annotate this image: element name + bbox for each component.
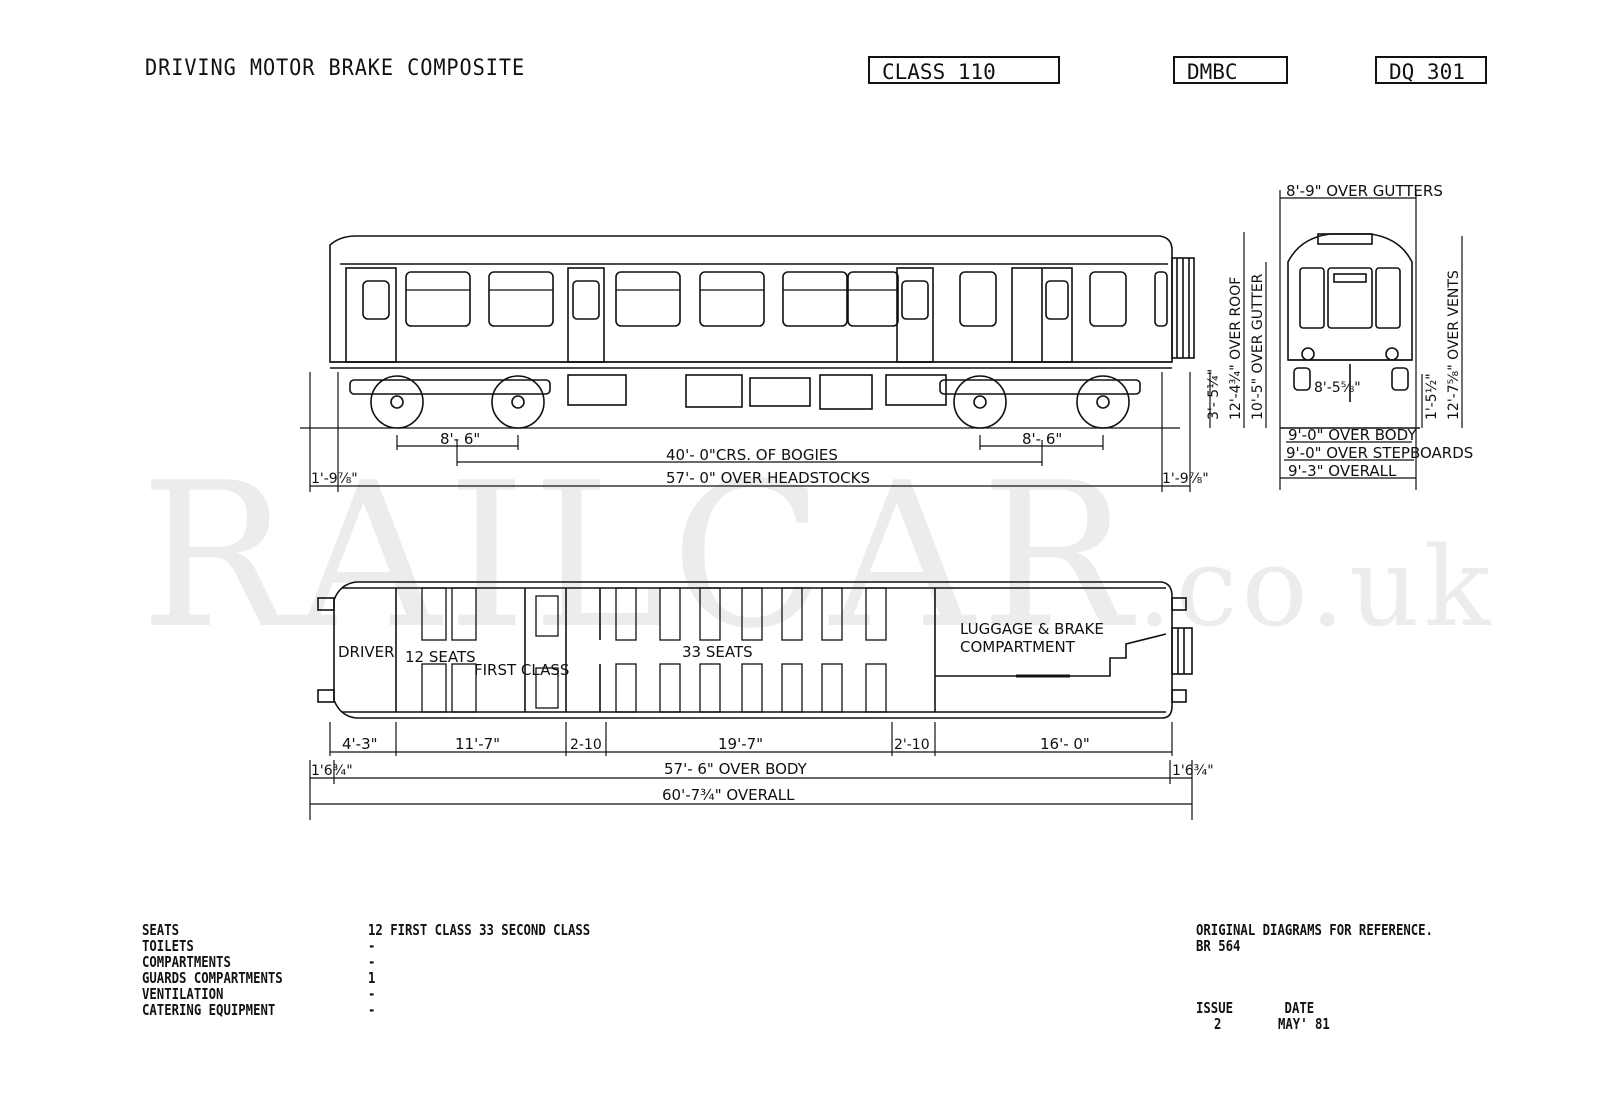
side-window [699,271,765,327]
end-dimension-lines [1243,190,1463,490]
reference-block: ORIGINAL DIAGRAMS FOR REFERENCE. BR 564 [1196,922,1485,954]
first-class-label: FIRST CLASS [474,661,569,679]
spec-value: - [368,985,376,1003]
date-block: DATE MAY' 81 [1278,1000,1341,1032]
end-right-label: 1'6¾" [1172,763,1214,779]
vestibule2-length-label: 2'-10 [894,737,930,753]
spec-label: VENTILATION [142,985,224,1003]
date-value: MAY' 81 [1278,1015,1330,1033]
side-window [615,271,681,327]
spec-value: 1 [368,969,376,987]
spec-label: CATERING EQUIPMENT [142,1001,276,1019]
over-gutters-label: 8'-9" OVER GUTTERS [1286,182,1443,200]
over-gutter-label: 10'-5" OVER GUTTER [1250,273,1266,420]
over-roof-label: 12'-4¾" OVER ROOF [1228,277,1244,420]
spec-value: - [368,937,376,955]
first-seats-label: 12 SEATS [405,648,476,666]
plan-over-body-label: 57'- 6" OVER BODY [664,760,808,778]
vestibule1-length-label: 2-10 [570,737,602,753]
end-left-label: 1'6¾" [311,763,353,779]
side-body-outline [329,235,1173,363]
drawing-title: DRIVING MOTOR BRAKE COMPOSITE [145,56,526,81]
side-elevation-view [300,235,1195,429]
bogie-wheelbase-left-label: 8'- 6" [440,430,480,448]
side-window [959,271,997,327]
side-window [1089,271,1127,327]
plan-overall-label: 60'-7¾" OVERALL [662,786,795,804]
side-door [896,267,934,363]
plan-view [317,581,1193,719]
second-seats-label: 33 SEATS [682,643,753,661]
issue-block: ISSUE 2 [1196,1000,1241,1032]
spec-label: SEATS [142,921,180,939]
side-window [405,271,471,327]
side-window [847,271,899,327]
side-door [567,267,605,363]
cab-length-label: 4'-3" [342,735,378,753]
bogie-wheelbase-right-label: 8'- 6" [1022,430,1062,448]
bogie-left [349,375,551,429]
spec-values: 12 FIRST CLASS 33 SECOND CLASS - - 1 - - [368,922,639,1018]
engine-block [567,374,627,406]
first-length-label: 11'-7" [455,735,500,753]
second-length-label: 19'-7" [718,735,763,753]
date-label: DATE [1284,999,1315,1017]
spec-labels: SEATS TOILETS COMPARTMENTS GUARDS COMPAR… [142,922,314,1018]
bogie-right [939,375,1141,429]
spec-label: TOILETS [142,937,194,955]
luggage-label: LUGGAGE & BRAKE [960,620,1104,638]
cab-door [345,267,397,363]
spec-label: COMPARTMENTS [142,953,231,971]
plan-body-outline [333,581,1173,719]
overhang-right-label: 1'-9⅞" [1162,471,1209,487]
issue-label: ISSUE [1196,999,1234,1017]
reference-line1: ORIGINAL DIAGRAMS FOR REFERENCE. [1196,921,1433,939]
luggage-length-label: 16'- 0" [1040,735,1090,753]
underframe-box [685,374,743,408]
watermark-suffix: .co.uk [1136,523,1495,651]
step-height-label: 1'-5½" [1424,373,1440,420]
watermark: RAILCAR.co.uk [140,440,1494,673]
side-window [782,271,848,327]
reference-line2: BR 564 [1196,937,1241,955]
buffer-centres-label: 8'-5⅝" [1314,380,1361,396]
side-dimension-lines [309,372,1211,492]
spec-value: - [368,1001,376,1019]
class-box: CLASS 110 [868,56,1060,84]
plan-dimension-lines [309,722,1193,820]
end-overall-label: 9'-3" OVERALL [1288,462,1397,480]
driver-label: DRIVER [338,643,395,661]
end-over-body-label: 9'-0" OVER BODY [1288,426,1417,444]
side-window [488,271,554,327]
diagram-number-box: DQ 301 [1375,56,1487,84]
spec-label: GUARDS COMPARTMENTS [142,969,283,987]
bogie-centres-label: 40'- 0"CRS. OF BOGIES [666,446,838,464]
type-box: DMBC [1173,56,1288,84]
spec-value: 12 FIRST CLASS 33 SECOND CLASS [368,921,591,939]
over-headstocks-label: 57'- 0" OVER HEADSTOCKS [666,469,870,487]
plan-gangway [1171,627,1193,675]
issue-value: 2 [1214,1015,1222,1033]
end-elevation-view [1280,233,1420,429]
rail-height-label: 3'- 5¼" [1206,369,1222,420]
over-vents-label: 12'-7⅝" OVER VENTS [1446,270,1462,420]
compartment-label: COMPARTMENT [960,638,1076,656]
spec-value: - [368,953,376,971]
overhang-left-label: 1'-9⅞" [311,471,358,487]
end-over-stepboards-label: 9'-0" OVER STEPBOARDS [1286,444,1473,462]
